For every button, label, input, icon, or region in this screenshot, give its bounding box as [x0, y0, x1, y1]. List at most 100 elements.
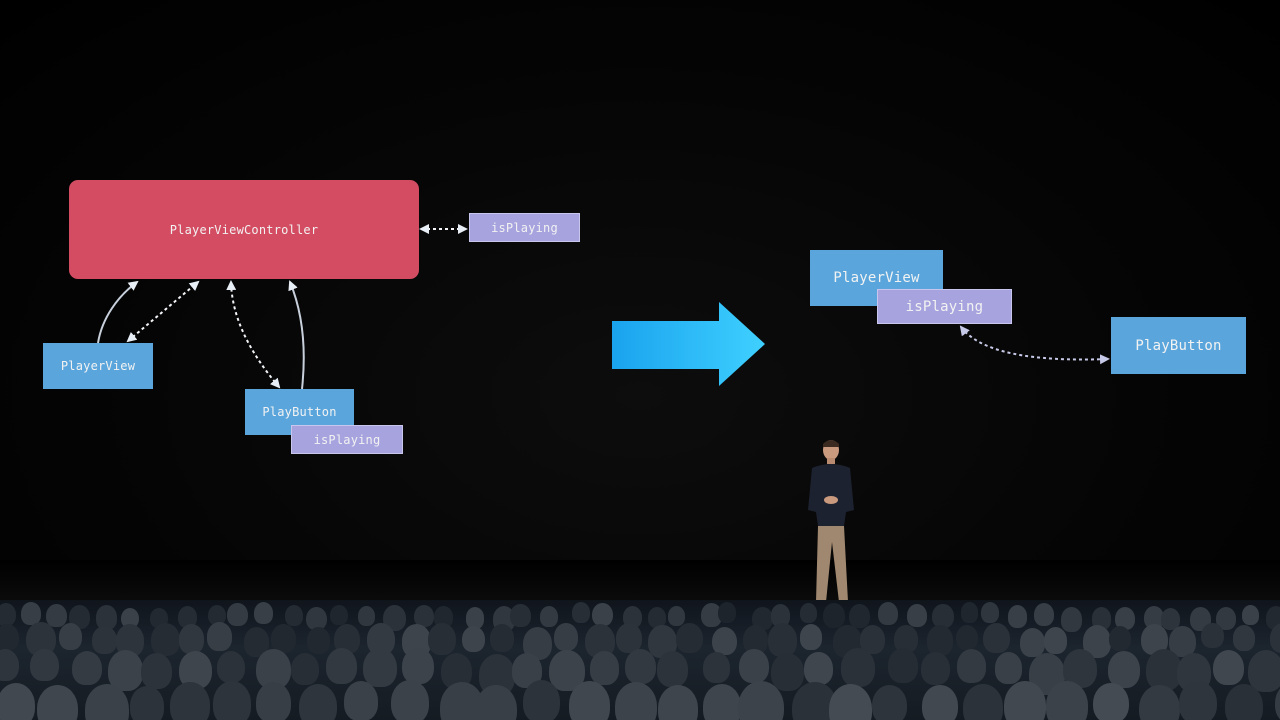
play-button-is-playing-label: isPlaying	[313, 432, 381, 447]
left-player-view-node: PlayerView	[43, 343, 153, 389]
audience-head	[1007, 605, 1028, 628]
audience-head	[657, 685, 699, 720]
audience-head	[894, 625, 919, 653]
audience-head	[926, 624, 954, 656]
audience-head	[960, 602, 979, 623]
audience-head	[227, 602, 248, 627]
audience-head	[712, 626, 738, 656]
audience-head	[1091, 607, 1112, 631]
audience-head	[284, 604, 304, 626]
audience-head	[150, 622, 180, 656]
right-player-view-label: PlayerView	[833, 270, 920, 286]
player-view-solid-link	[97, 280, 139, 344]
audience-head	[343, 680, 379, 720]
audience-head	[216, 650, 246, 683]
audience-head	[255, 681, 292, 720]
audience-head	[1060, 607, 1082, 632]
left-play-button-label: PlayButton	[262, 405, 337, 419]
right-arrow-icon	[612, 302, 765, 386]
audience-head	[614, 682, 658, 720]
audience-head	[85, 684, 130, 720]
audience-head	[1216, 607, 1237, 631]
audience-head	[738, 680, 784, 720]
audience-head	[129, 685, 165, 720]
audience-head	[475, 685, 518, 720]
audience-head	[553, 622, 579, 651]
player-view-dotted-link	[126, 280, 200, 343]
audience-head	[955, 624, 978, 651]
audience-head	[1034, 602, 1055, 626]
audience-head	[799, 624, 822, 650]
audience-head	[414, 604, 434, 628]
play-button-dotted-link	[226, 280, 281, 389]
player-view-controller-node: PlayerViewController	[69, 180, 419, 279]
audience-head	[1241, 604, 1259, 625]
audience-head	[804, 652, 833, 686]
audience-head	[68, 604, 90, 630]
audience-head	[522, 680, 560, 720]
audience-head	[718, 602, 737, 624]
audience-head	[363, 648, 398, 688]
audience-head	[1003, 680, 1047, 720]
audience-head	[981, 602, 1000, 623]
audience-head	[0, 648, 20, 682]
audience-head	[207, 604, 226, 626]
audience-head	[307, 627, 331, 654]
audience-head	[702, 651, 731, 684]
audience-head	[1019, 627, 1046, 658]
audience-head	[306, 606, 327, 631]
audience-head	[0, 683, 36, 720]
audience-head	[589, 651, 619, 685]
audience-head	[140, 652, 173, 690]
audience-head	[402, 648, 434, 685]
audience-head	[932, 603, 954, 629]
audience-head	[120, 607, 139, 629]
audience-head	[799, 603, 817, 624]
audience-head	[391, 680, 430, 720]
audience-head	[1275, 682, 1280, 720]
audience-head	[647, 607, 666, 628]
audience-head	[1139, 684, 1180, 720]
audience-head	[656, 651, 688, 687]
audience-head	[823, 602, 846, 628]
audience-head	[1145, 649, 1183, 692]
controller-is-playing-node: isPlaying	[469, 213, 580, 242]
audience-head	[568, 681, 611, 720]
left-player-view-label: PlayerView	[60, 359, 136, 373]
audience-head	[1224, 683, 1264, 720]
audience-head	[768, 623, 798, 657]
audience-head	[253, 602, 273, 625]
right-is-playing-label: isPlaying	[905, 298, 984, 315]
audience-head	[675, 622, 703, 654]
audience-head	[702, 684, 742, 720]
audience-head	[1044, 627, 1068, 654]
audience-head	[299, 684, 338, 720]
audience-head	[920, 651, 951, 686]
audience-head	[1093, 682, 1129, 720]
audience-head	[907, 604, 928, 627]
audience-head	[58, 623, 83, 651]
audience-head	[428, 622, 457, 656]
audience-head	[622, 605, 643, 629]
audience-head	[46, 603, 67, 628]
audience-head	[922, 684, 958, 720]
audience-head	[739, 649, 769, 684]
audience-head	[489, 623, 514, 652]
audience-head	[539, 606, 559, 628]
audience-head	[994, 652, 1023, 684]
audience-head	[271, 624, 297, 654]
audience-head	[0, 623, 19, 652]
audience-head	[1270, 622, 1280, 653]
audience-head	[1143, 605, 1165, 630]
audience-head	[1248, 649, 1280, 692]
audience-head	[170, 682, 211, 720]
audience-head	[95, 605, 117, 630]
audience-head	[1046, 681, 1089, 720]
right-play-button-node: PlayButton	[1111, 317, 1246, 374]
audience-head	[1201, 622, 1224, 649]
audience-head	[887, 648, 918, 683]
audience-head	[72, 650, 103, 686]
audience	[0, 600, 1280, 720]
audience-head	[625, 648, 656, 684]
